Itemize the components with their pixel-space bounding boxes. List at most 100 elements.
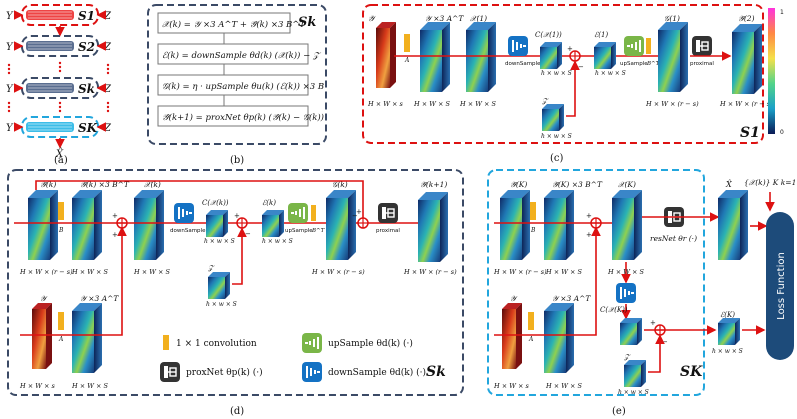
c-y2-label: 𝒴̂(2) <box>738 14 755 23</box>
equation-e: ℰ(k) = downSample θd(k) (𝒳(k)) − 𝒵 <box>162 50 322 61</box>
c-colorbar-min: 0 <box>780 129 784 136</box>
e-cxK-label: C(𝒳(K)) <box>600 306 628 314</box>
c-colorbar-max: 1 <box>780 9 784 16</box>
c-proximal-label: proximal <box>690 61 714 67</box>
d-y-label: 𝒴 <box>40 294 48 303</box>
c-dim-z: h × w × S <box>541 133 572 140</box>
svg-text:−: − <box>662 338 668 346</box>
d-downsample-icon <box>174 203 194 223</box>
e-yK-cube <box>500 190 530 260</box>
c-proximal-icon <box>691 35 713 57</box>
equation-g: 𝒢(k) = η · upSample θu(k) (ℰ(k)) ×3 B <box>162 81 324 92</box>
e-set-label: {𝒳(k)} K k=1 <box>744 178 796 187</box>
e-z-label: 𝒵 <box>623 353 631 361</box>
legend-conv-icon <box>163 335 169 350</box>
e-dim-yK: H × W × (r − s) <box>493 268 547 276</box>
c-z-label: 𝒵 <box>541 97 549 105</box>
svg-text:+: + <box>567 45 573 53</box>
c-dim-ya: H × W × S <box>413 100 451 108</box>
stage-1-label: S1 <box>78 9 95 23</box>
d-ek-label: ℰ(k) <box>262 199 276 207</box>
d-dim-gk: H × W × (r − s) <box>311 268 365 276</box>
c-cx1-label: C(𝒳(1)) <box>535 31 562 39</box>
equation-x: 𝒳(k) = 𝒴 ×3 A^T + 𝒴̂(k) ×3 B^T <box>162 19 306 30</box>
e-yK-label: 𝒴̂(K) <box>510 180 527 189</box>
c-upsample-icon <box>624 36 644 56</box>
legend-downsample-text: downSample θd(k) (·) <box>328 367 426 378</box>
d-dim-ek: h × w × S <box>262 238 293 245</box>
loss-function-label: Loss Function <box>776 252 787 320</box>
c-dim-y: H × W × s <box>367 100 404 108</box>
c-cx1-cube <box>540 42 562 69</box>
legend-proxnet-text: proxNet θp(k) (·) <box>186 367 263 378</box>
e-eK-label: ℰ(K) <box>720 311 735 319</box>
e-xhat-cube <box>718 190 748 260</box>
legend-proxnet-icon <box>159 361 181 383</box>
d-dim-yk: H × W × (r − s) <box>19 268 73 276</box>
d-dim-yk1: H × W × (r − s) <box>403 268 457 276</box>
c-stage-label: S1 <box>740 125 760 141</box>
panel-b: Sk 𝒳(k) = 𝒴 ×3 A^T + 𝒴̂(k) ×3 B^T ℰ(k) =… <box>147 4 327 166</box>
d-xk-label: 𝒳(k) <box>144 180 161 189</box>
panel-a: S1 Y Z S2 Y Z <box>6 4 112 166</box>
e-xhat-label: X̂ <box>725 180 732 189</box>
e-b-label: B <box>530 227 536 234</box>
z-input-2: Z <box>103 42 112 53</box>
svg-text:−: − <box>352 212 358 220</box>
svg-text:+: + <box>650 319 656 327</box>
d-yk-label: 𝒴̂(k) <box>40 180 56 189</box>
e-resnet-label: resNet θr (·) <box>650 234 697 243</box>
svg-text:−: − <box>578 63 584 71</box>
stage-2-block: S2 Y Z <box>6 35 112 57</box>
d-yk1-cube <box>418 192 448 262</box>
stage-1-block: S1 Y Z <box>6 4 112 26</box>
e-dim-yKbt: H × W × S <box>545 268 583 276</box>
d-y-image <box>32 303 52 369</box>
e-z-cube <box>624 360 646 387</box>
svg-text:−: − <box>245 230 251 238</box>
caption-b: (b) <box>230 155 244 166</box>
legend-conv-text: 1 × 1 convolution <box>176 339 257 349</box>
svg-text:+: + <box>112 212 118 220</box>
z-input-k: Z <box>103 84 112 95</box>
c-y2-cube <box>732 24 762 94</box>
d-downsample-label: downSample <box>170 228 206 234</box>
d-gk-label: 𝒢(k) <box>332 180 348 189</box>
c-ya-cube <box>420 22 450 92</box>
d-dim-cxk: h × w × S <box>204 238 235 245</box>
e-xK-label: 𝒳(K) <box>618 180 636 189</box>
d-z-cube <box>208 272 230 299</box>
e-downsample-icon <box>616 283 636 303</box>
c-dim-g1: H × W × (r − s) <box>645 100 699 108</box>
d-cxk-cube <box>206 210 228 237</box>
stage-K-label: SK <box>78 121 98 135</box>
z-input-1: Z <box>103 11 112 22</box>
equation-y: 𝒴̂(k+1) = proxNet θp(k) (𝒴̂(k) − 𝒢(k)) <box>162 112 324 123</box>
e-ya-cube <box>544 303 574 373</box>
svg-text:+: + <box>586 231 592 239</box>
svg-text:+: + <box>234 212 240 220</box>
c-colorbar <box>768 8 775 134</box>
legend-upsample-text: upSample θd(k) (·) <box>328 338 413 349</box>
e-yKbt-label: 𝒴̂(K) ×3 B^T <box>552 180 603 189</box>
x-hat-output: X̂ <box>55 148 64 160</box>
loss-function-box <box>766 212 794 360</box>
c-e1-cube <box>594 42 616 69</box>
d-stage-label: Sk <box>426 364 446 380</box>
stage-k-label: Sk <box>78 82 95 96</box>
c-e1-label: ℰ(1) <box>594 31 608 39</box>
panel-d: 𝒴̂(k) B 𝒴̂(k) ×3 B^T + + 𝒳(k) downSample… <box>7 169 464 417</box>
c-z-cube <box>542 104 564 131</box>
d-conv-b <box>58 202 64 220</box>
legend: 1 × 1 convolution upSample θd(k) (·) pro… <box>159 333 426 383</box>
d-xk-cube <box>134 190 164 260</box>
e-dim-xK: H × W × S <box>607 268 645 276</box>
legend-downsample-icon <box>302 362 322 382</box>
legend-upsample-icon <box>302 333 322 353</box>
d-dim-ya: H × W × S <box>71 382 109 390</box>
c-dim-hws: h × w × S <box>541 70 572 77</box>
ellipsis-dots <box>7 61 110 113</box>
d-dim-z: h × w × S <box>206 301 237 308</box>
stage-k-block: Sk Y Z <box>6 77 112 99</box>
d-ykbt-cube <box>72 190 102 260</box>
